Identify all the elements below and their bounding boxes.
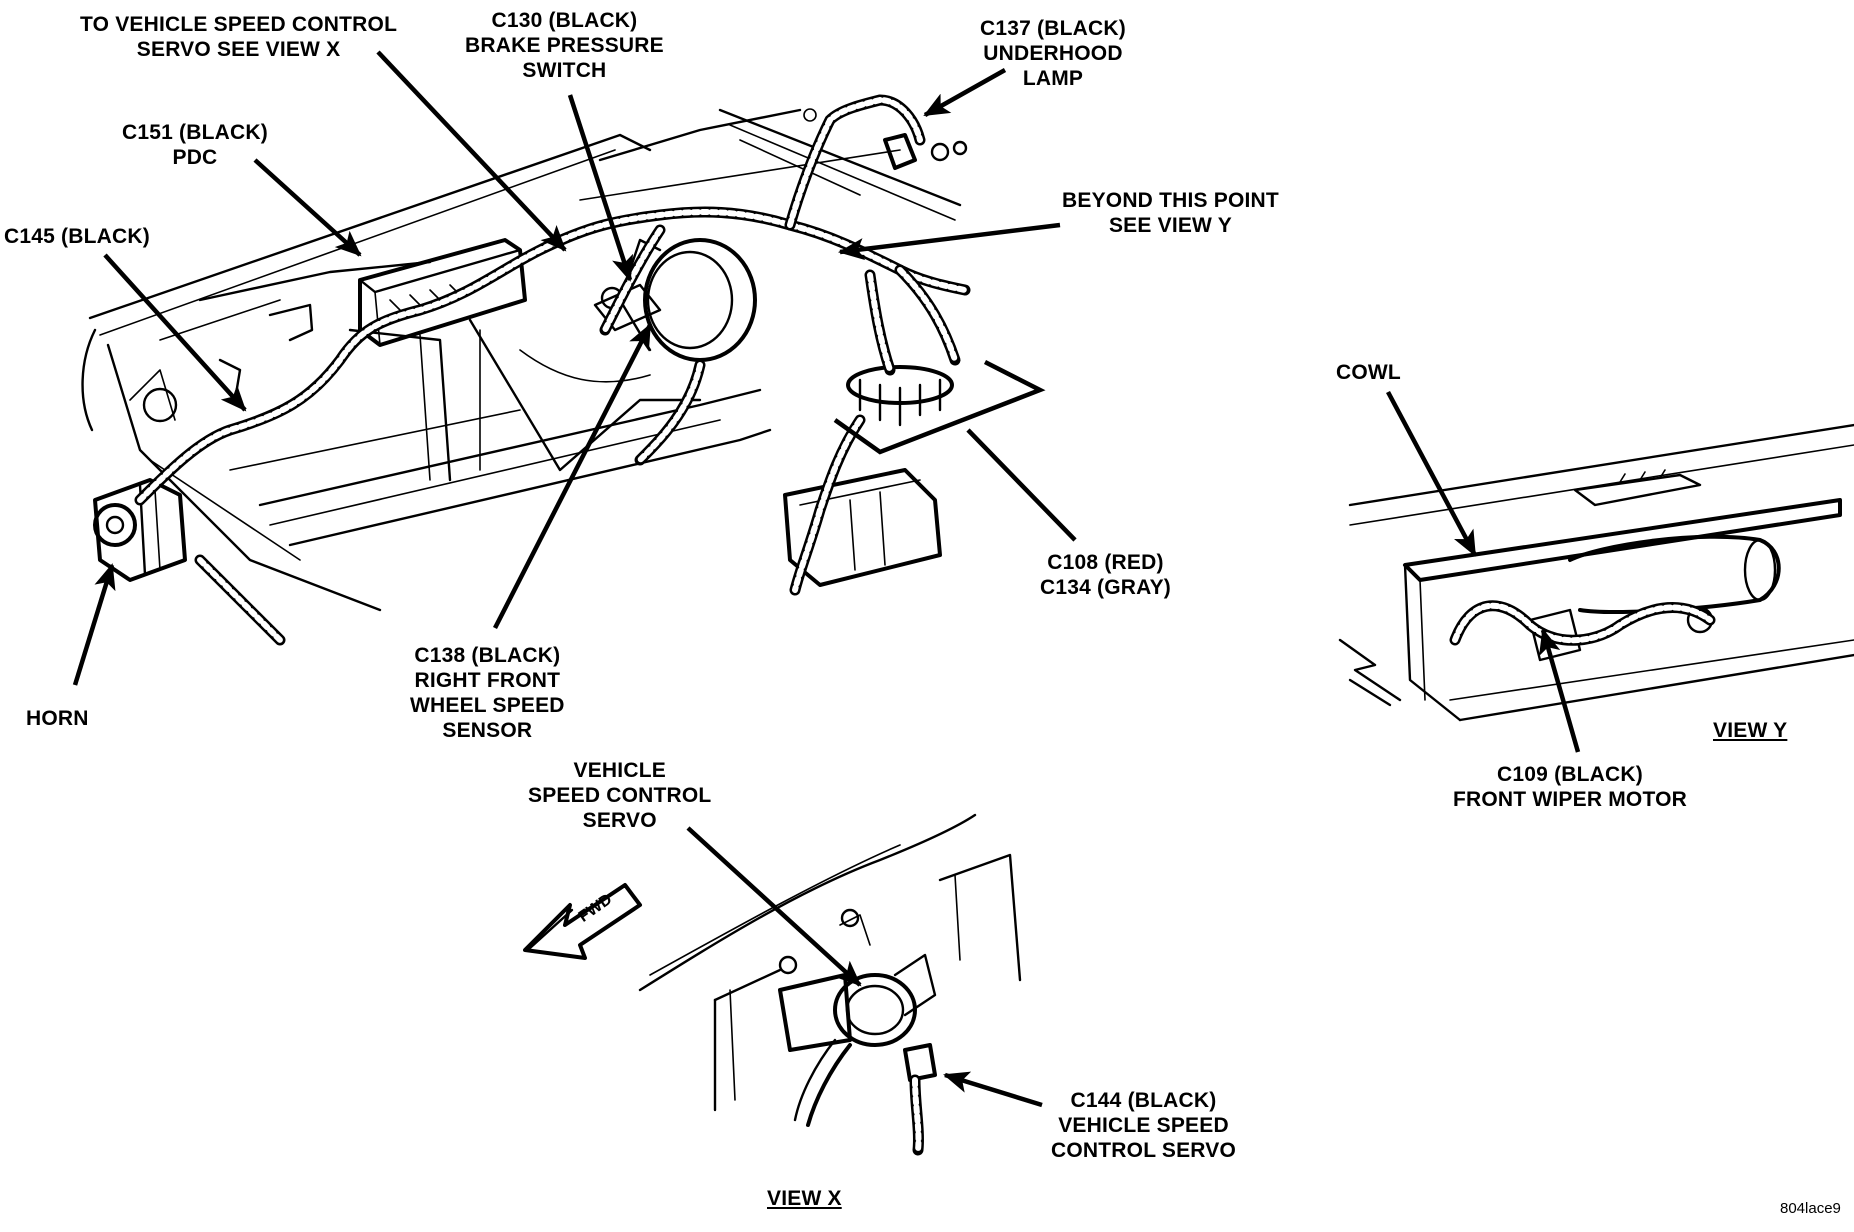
label-c109-front-wiper-motor: C109 (BLACK)FRONT WIPER MOTOR: [1453, 763, 1688, 811]
view-y-drawing: [1338, 423, 1854, 722]
leader-lines-view-y: [1386, 390, 1581, 753]
engine-compartment-drawing: [81, 108, 968, 612]
view-x-drawing: [523, 813, 1022, 1156]
figure-code: 804lace9: [1780, 1200, 1841, 1217]
leader-lines-view-x: [686, 826, 1043, 1108]
label-horn: HORN: [26, 707, 89, 730]
label-cowl: COWL: [1336, 361, 1401, 384]
wiring-harness: [134, 94, 971, 646]
label-c108-c134: C108 (RED)C134 (GRAY): [1040, 551, 1171, 599]
label-c151-pdc: C151 (BLACK)PDC: [122, 121, 268, 169]
leader-lines-main: [72, 50, 1077, 686]
label-view-x: VIEW X: [767, 1187, 842, 1210]
label-view-y: VIEW Y: [1713, 719, 1788, 742]
label-c145: C145 (BLACK): [4, 225, 150, 248]
